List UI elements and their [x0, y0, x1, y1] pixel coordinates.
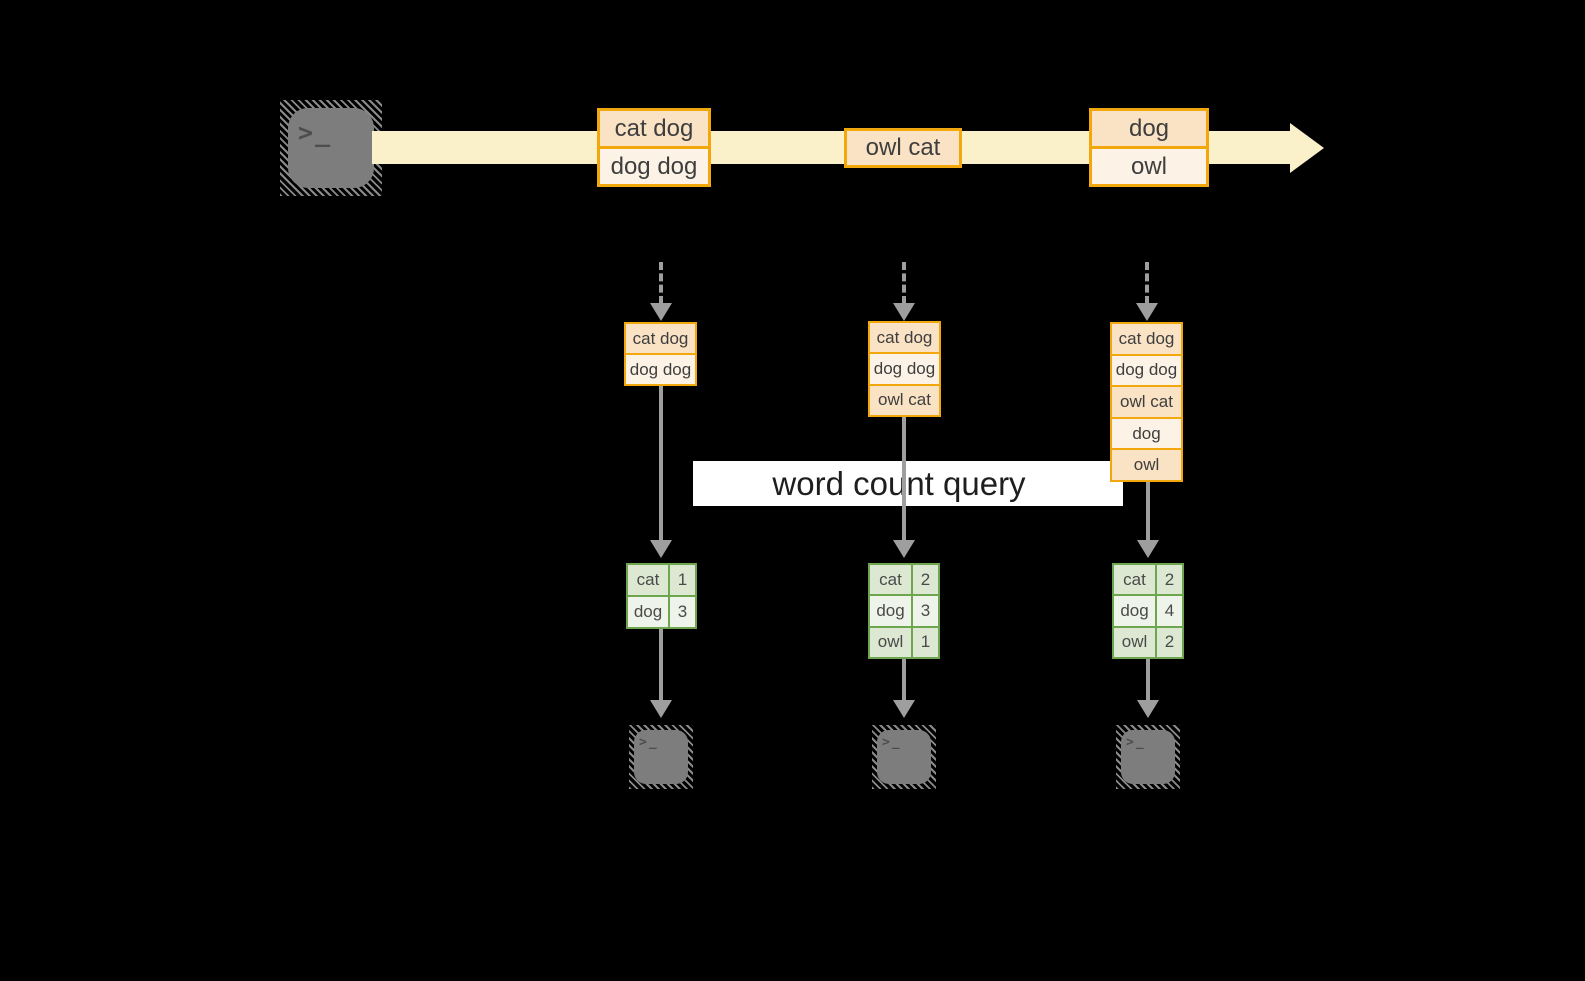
table-row: owl 2	[1114, 625, 1182, 657]
arrow-line	[1146, 659, 1150, 700]
dashed-arrowhead-icon	[1136, 303, 1158, 321]
count-cell: 2	[1155, 627, 1182, 657]
state-line: dog dog	[626, 353, 695, 384]
state-box-1: cat dog dog dog	[624, 322, 697, 386]
count-cell: 3	[668, 597, 695, 627]
dashed-arrowhead-icon	[650, 303, 672, 321]
table-row: dog 4	[1114, 594, 1182, 626]
dashed-arrowhead-icon	[893, 303, 915, 321]
state-line: dog dog	[1112, 353, 1181, 386]
terminal-icon: >_	[280, 100, 382, 196]
word-cell: dog	[628, 597, 668, 627]
batch-line: owl	[1092, 146, 1206, 184]
batch-line: dog	[1092, 111, 1206, 146]
dashed-arrow	[902, 262, 906, 304]
arrowhead-icon	[650, 540, 672, 558]
table-row: dog 3	[870, 594, 938, 626]
terminal-prompt-icon: >_	[882, 735, 902, 750]
state-line: owl cat	[1112, 385, 1181, 417]
batch-line: dog dog	[600, 146, 708, 184]
table-row: cat 2	[1114, 565, 1182, 595]
dashed-arrow	[659, 262, 663, 304]
dashed-arrow	[1145, 262, 1149, 304]
count-cell: 2	[1155, 565, 1182, 595]
arrowhead-icon	[893, 700, 915, 718]
arrowhead-icon	[650, 700, 672, 718]
state-box-3: cat dog dog dog owl cat dog owl	[1110, 322, 1183, 482]
word-cell: owl	[1114, 627, 1155, 657]
terminal-screen	[1121, 730, 1175, 784]
query-label: word count query	[772, 464, 1026, 502]
arrowhead-icon	[1137, 700, 1159, 718]
stream-batch-3: dog owl	[1089, 108, 1209, 187]
arrow-line	[1146, 482, 1150, 540]
terminal-screen	[877, 730, 931, 784]
state-line: dog	[1112, 416, 1181, 449]
count-cell: 2	[911, 565, 938, 595]
word-cell: cat	[1114, 565, 1155, 595]
count-cell: 1	[668, 565, 695, 595]
word-cell: dog	[1114, 596, 1155, 626]
state-line: dog dog	[870, 352, 939, 384]
terminal-prompt-icon: >_	[298, 118, 333, 147]
count-cell: 1	[911, 627, 938, 657]
arrowhead-icon	[893, 540, 915, 558]
count-cell: 4	[1155, 596, 1182, 626]
terminal-screen	[288, 108, 374, 188]
count-cell: 3	[911, 596, 938, 626]
arrowhead-icon	[1137, 540, 1159, 558]
word-cell: dog	[870, 596, 911, 626]
word-cell: cat	[628, 565, 668, 595]
count-table-2: cat 2 dog 3 owl 1	[868, 563, 940, 659]
state-line: cat dog	[1112, 324, 1181, 354]
arrow-line	[659, 386, 663, 540]
state-line: owl	[1112, 448, 1181, 480]
terminal-icon: >_	[629, 725, 693, 789]
terminal-icon: >_	[1116, 725, 1180, 789]
terminal-icon: >_	[872, 725, 936, 789]
batch-line: cat dog	[600, 111, 708, 146]
state-box-2: cat dog dog dog owl cat	[868, 321, 941, 417]
query-label-band: word count query	[693, 461, 1123, 506]
count-table-1: cat 1 dog 3	[626, 563, 697, 629]
arrow-line	[902, 417, 906, 540]
count-table-3: cat 2 dog 4 owl 2	[1112, 563, 1184, 659]
terminal-prompt-icon: >_	[639, 735, 659, 750]
stream-arrowhead-icon	[1290, 123, 1324, 173]
arrow-line	[902, 659, 906, 700]
state-line: cat dog	[626, 324, 695, 353]
state-line: cat dog	[870, 323, 939, 353]
arrow-line	[659, 629, 663, 700]
table-row: owl 1	[870, 625, 938, 657]
terminal-prompt-icon: >_	[1126, 735, 1146, 750]
terminal-screen	[634, 730, 688, 784]
stream-batch-1: cat dog dog dog	[597, 108, 711, 187]
batch-line: owl cat	[847, 131, 959, 165]
table-row: cat 2	[870, 565, 938, 595]
table-row: dog 3	[628, 595, 695, 627]
word-cell: owl	[870, 627, 911, 657]
stream-batch-2: owl cat	[844, 128, 962, 168]
table-row: cat 1	[628, 565, 695, 595]
state-line: owl cat	[870, 383, 939, 415]
word-cell: cat	[870, 565, 911, 595]
